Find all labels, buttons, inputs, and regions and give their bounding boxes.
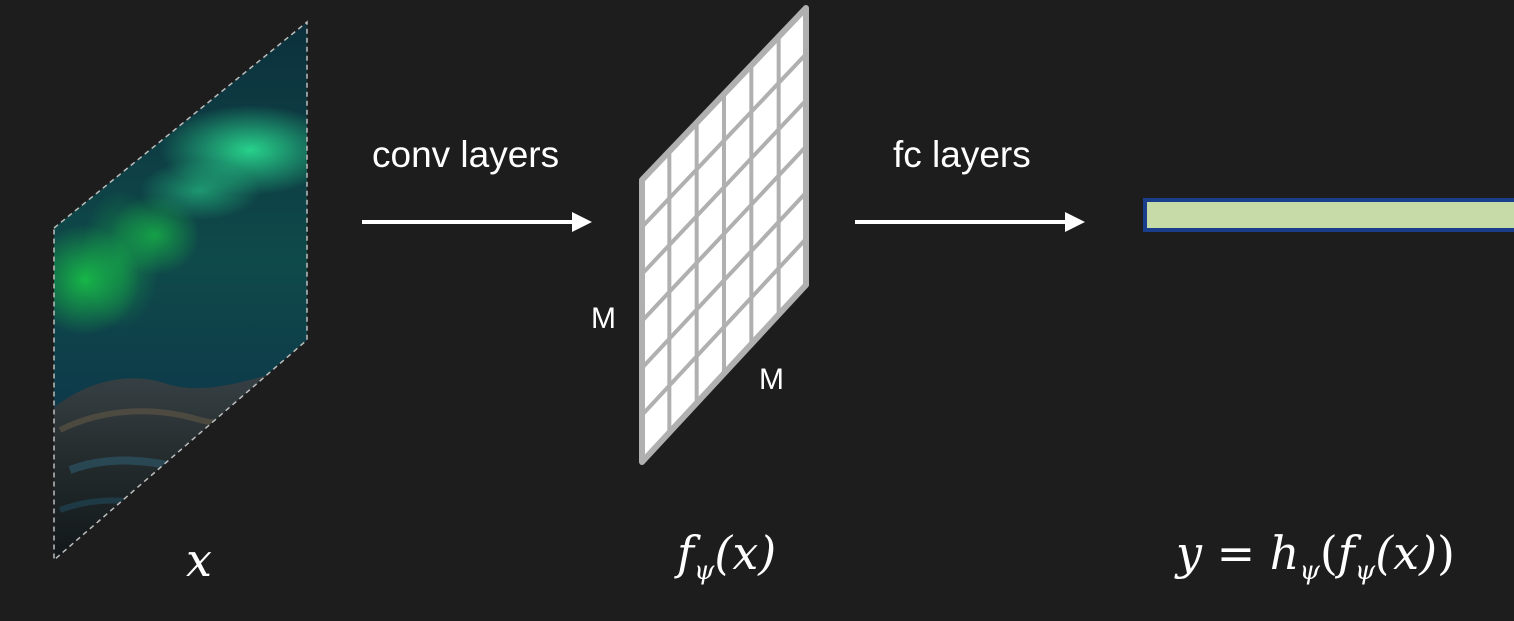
equals-sign: = <box>1216 526 1256 580</box>
close-paren: ) <box>1437 526 1455 580</box>
open-paren: ( <box>1319 526 1338 580</box>
inner-fn-symbol: f <box>1337 526 1355 580</box>
input-var-symbol: x <box>186 533 212 587</box>
grid-row-line <box>640 191 808 370</box>
feature-fn-subscript: ψ <box>694 556 715 586</box>
input-variable: x <box>186 537 212 583</box>
feature-map-height-label: M <box>591 302 616 335</box>
input-image <box>53 20 308 562</box>
feature-fn-symbol: f <box>677 526 695 580</box>
output-var-symbol: y <box>1176 526 1202 580</box>
feature-fn-argument: (x) <box>714 526 777 580</box>
head-fn-symbol: h <box>1269 526 1300 580</box>
output-formula: y = hψ(fψ(x)) <box>1176 530 1455 584</box>
inner-fn-argument: (x) <box>1375 526 1438 580</box>
conv-layers-label: conv layers <box>372 134 560 175</box>
grid-row-line <box>640 52 808 229</box>
grid-row-line <box>640 98 808 276</box>
fc-arrow <box>855 212 1085 232</box>
inner-fn-subscript: ψ <box>1354 556 1376 586</box>
head-fn-subscript: ψ <box>1299 556 1320 586</box>
fc-layers-label: fc layers <box>893 134 1031 175</box>
conv-arrow <box>362 212 592 232</box>
feature-map-grid <box>639 5 809 465</box>
grid-row-line <box>640 237 808 417</box>
feature-map-width-label: M <box>759 363 784 396</box>
grid-row-line <box>640 145 808 323</box>
feature-function: fψ(x) <box>677 530 776 584</box>
output-vector <box>1143 198 1514 232</box>
